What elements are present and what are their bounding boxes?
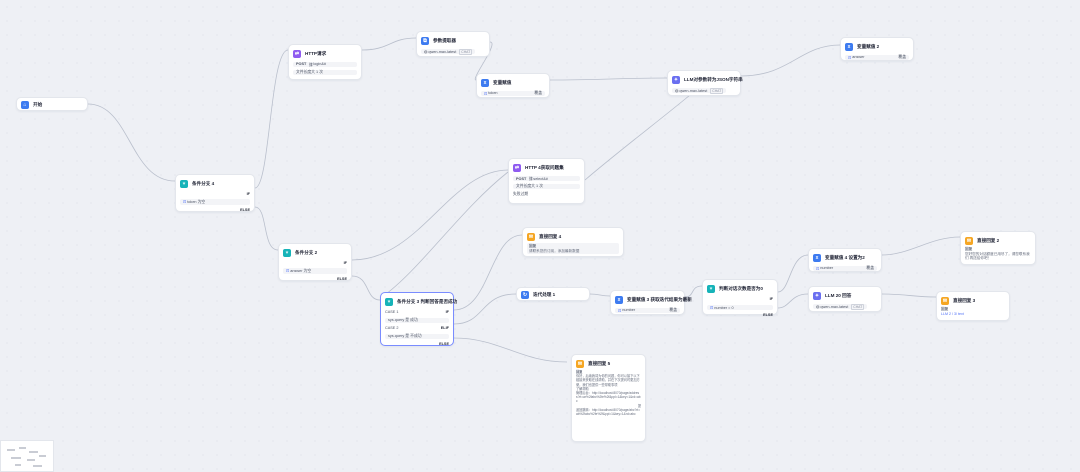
- home-icon: ⌂: [21, 101, 29, 109]
- var-icon: ⊡: [848, 55, 852, 60]
- edge: [474, 41, 493, 81]
- branch-icon: ⑂: [283, 249, 291, 257]
- edge: [777, 293, 809, 309]
- node-http-get[interactable]: ⇄HTTP 4获取问题集 POST ⛓select&# 文件长度大 1 次 失败…: [508, 158, 585, 204]
- link-icon: ⛓: [528, 176, 534, 181]
- var-icon: ⊡: [484, 91, 488, 96]
- reply-icon: ✉: [527, 233, 535, 241]
- var-icon: ⊡: [816, 266, 820, 271]
- node-loop[interactable]: ↻迭代处理 1: [516, 287, 590, 301]
- edge: [453, 337, 568, 363]
- edge: [351, 169, 509, 261]
- reply-icon: ✉: [576, 360, 584, 368]
- edge: [453, 234, 523, 311]
- node-start[interactable]: ⌂开始: [16, 97, 88, 111]
- edge: [589, 293, 611, 297]
- edge: [254, 206, 279, 251]
- node-condition-2[interactable]: ⑂条件分支 2 IF ⊡ answer 为空 ELSE: [278, 243, 352, 281]
- node-reply-2[interactable]: ✉直接回复 2 回复 您好您的对话额度已用尽了，请您联系我们 再送给你吧！: [960, 231, 1036, 265]
- edge: [740, 44, 841, 77]
- loop-icon: ↻: [521, 291, 529, 299]
- edge: [584, 94, 691, 181]
- variable-icon: x: [481, 79, 489, 87]
- model-icon: ◍: [816, 304, 820, 309]
- edge: [351, 275, 381, 301]
- variable-icon: x: [615, 296, 623, 304]
- node-reply-3[interactable]: ✉直接回复 3 回复 LLM 2 / 3/ text: [936, 291, 1010, 321]
- reply-icon: ✉: [965, 237, 973, 245]
- variable-icon: x: [845, 43, 853, 51]
- var-icon: ⊡: [618, 308, 622, 313]
- branch-icon: ⑂: [707, 285, 715, 293]
- node-http-request[interactable]: ⇄HTTP请求 POST ⛓login&# 文件长度大 1 次: [288, 44, 362, 80]
- edge: [381, 171, 509, 298]
- branch-icon: ⑂: [180, 180, 188, 188]
- variable-icon: x: [813, 254, 821, 262]
- http-icon: ⇄: [513, 164, 521, 172]
- http-icon: ⇄: [293, 50, 301, 58]
- var-icon: ⊡: [710, 305, 714, 310]
- node-condition-4[interactable]: ⑂条件分支 4 IF ⊡ token 为空 ELSE: [175, 174, 255, 212]
- minimap[interactable]: [0, 440, 54, 472]
- extract-icon: ⧉: [421, 37, 429, 45]
- reply-icon: ✉: [941, 297, 949, 305]
- edge: [453, 293, 517, 325]
- edge: [87, 103, 176, 182]
- edge: [777, 254, 809, 293]
- edge: [881, 236, 961, 256]
- model-icon: ◍: [424, 49, 428, 54]
- var-icon: ⊡: [286, 269, 290, 273]
- model-icon: ◍: [675, 88, 679, 93]
- edge: [361, 37, 417, 51]
- llm-icon: ✦: [813, 292, 821, 300]
- llm-icon: ✦: [672, 76, 680, 84]
- edge: [684, 285, 703, 298]
- node-reply-4[interactable]: ✉直接回复 4 回复 请联系您的订阅，添加最新数据: [522, 227, 624, 257]
- edge: [881, 293, 937, 298]
- node-reply-5[interactable]: ✉直接回复 5 回复 你好，后续我将为你的问题，你可以接下以下链接来获取在线帮助…: [571, 354, 646, 442]
- branch-icon: ⑂: [385, 298, 393, 306]
- node-condition-zero[interactable]: ⑂判断对话次数是否为0 IF ⊡ number = 0 ELSE: [702, 279, 778, 317]
- link-icon: ⛓: [308, 62, 314, 67]
- edge: [549, 77, 668, 81]
- var-icon: ⊡: [183, 200, 187, 204]
- edge: [254, 49, 289, 189]
